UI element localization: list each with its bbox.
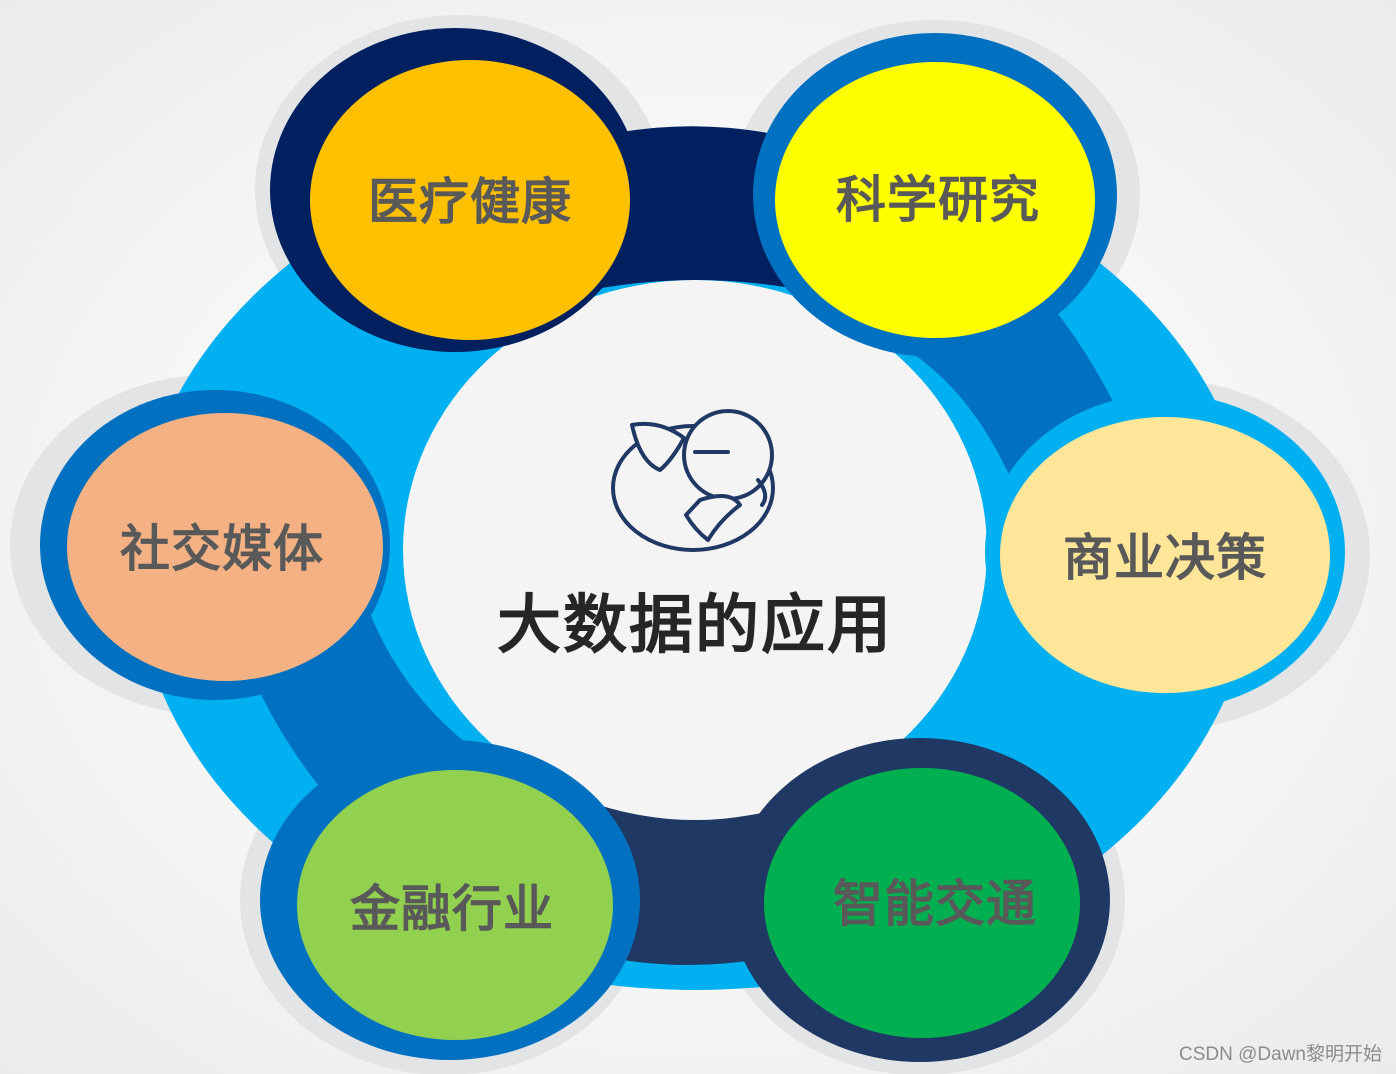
node-transport: [730, 738, 1110, 1062]
node-healthcare: [270, 28, 640, 352]
node-finance: [260, 740, 640, 1060]
node-label-social: 社交媒体: [120, 520, 324, 578]
node-social: [40, 390, 390, 700]
node-business: [985, 394, 1345, 710]
center-title: 大数据的应用: [497, 589, 893, 663]
node-science: [753, 33, 1117, 357]
node-label-healthcare: 医疗健康: [368, 173, 572, 231]
node-label-business: 商业决策: [1063, 529, 1267, 587]
node-label-finance: 金融行业: [350, 880, 554, 938]
watermark: CSDN @Dawn黎明开始: [1179, 1044, 1382, 1065]
globe-icon: [611, 409, 775, 552]
node-label-science: 科学研究: [836, 171, 1040, 229]
node-label-transport: 智能交通: [833, 875, 1037, 933]
